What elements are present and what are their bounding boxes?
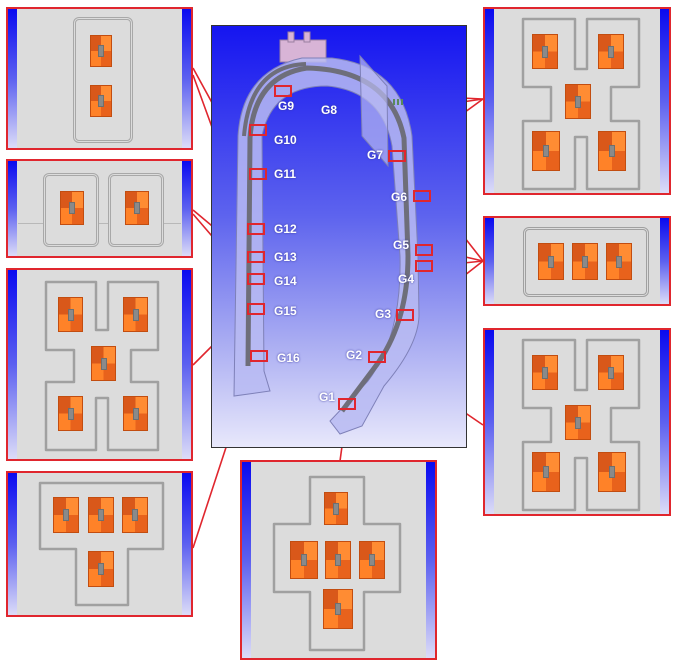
marker-g6[interactable] bbox=[413, 190, 431, 202]
marker-g12[interactable] bbox=[247, 223, 265, 235]
gauge-icon bbox=[123, 297, 148, 332]
label-g12: G12 bbox=[274, 222, 297, 236]
label-g14: G14 bbox=[274, 274, 297, 288]
gauge-icon bbox=[88, 497, 114, 533]
callout-right-3 bbox=[483, 328, 671, 516]
marker-g13[interactable] bbox=[247, 251, 265, 263]
gauge-icon bbox=[532, 452, 560, 492]
marker-g15[interactable] bbox=[247, 303, 265, 315]
gauge-icon bbox=[324, 492, 348, 525]
gauge-icon bbox=[359, 541, 385, 579]
marker-g14[interactable] bbox=[247, 273, 265, 285]
label-g13: G13 bbox=[274, 250, 297, 264]
label-g6: G6 bbox=[391, 190, 408, 204]
marker-g9[interactable] bbox=[274, 85, 292, 97]
blade-geometry bbox=[233, 31, 420, 435]
gauge-icon bbox=[88, 551, 114, 587]
marker-g10[interactable] bbox=[249, 124, 267, 136]
marker-g3[interactable] bbox=[396, 309, 414, 321]
label-g5: G5 bbox=[393, 238, 410, 252]
marker-g1[interactable] bbox=[338, 398, 356, 410]
gauge-icon bbox=[572, 243, 598, 280]
marker-g11[interactable] bbox=[249, 168, 267, 180]
marker-g5[interactable] bbox=[415, 244, 433, 256]
gauge-icon bbox=[598, 131, 626, 171]
label-g15: G15 bbox=[274, 304, 297, 318]
label-g1: G1 bbox=[319, 390, 336, 404]
gauge-icon bbox=[125, 191, 149, 225]
gauge-icon bbox=[91, 346, 116, 381]
gauge-icon bbox=[598, 355, 624, 390]
gauge-icon bbox=[90, 85, 112, 117]
gauge-icon bbox=[123, 396, 148, 431]
gauge-icon bbox=[53, 497, 79, 533]
gauge-icon bbox=[606, 243, 632, 280]
callout-left-2 bbox=[6, 159, 193, 258]
gauge-icon bbox=[323, 589, 353, 629]
gauge-icon bbox=[90, 35, 112, 67]
label-g11: G11 bbox=[274, 167, 297, 181]
label-g8: G8 bbox=[321, 103, 338, 117]
label-g9: G9 bbox=[278, 99, 295, 113]
label-g7: G7 bbox=[367, 148, 384, 162]
label-g10: G10 bbox=[274, 133, 297, 147]
gauge-icon bbox=[60, 191, 84, 225]
callout-bottom-left bbox=[6, 471, 193, 617]
label-g2: G2 bbox=[346, 348, 363, 362]
gauge-icon bbox=[598, 34, 624, 69]
label-g3: G3 bbox=[375, 307, 392, 321]
gauge-icon bbox=[532, 131, 560, 171]
callout-top-left bbox=[6, 7, 193, 150]
marker-g4[interactable] bbox=[415, 260, 433, 272]
gauge-icon bbox=[538, 243, 564, 280]
gauge-icon bbox=[532, 34, 558, 69]
gauge-icon bbox=[565, 84, 591, 119]
gauge-icon bbox=[58, 297, 83, 332]
marker-g2[interactable] bbox=[368, 351, 386, 363]
gauge-icon bbox=[532, 355, 558, 390]
marker-g16[interactable] bbox=[250, 350, 268, 362]
gauge-icon bbox=[598, 452, 626, 492]
label-g16: G16 bbox=[277, 351, 300, 365]
callout-top-right bbox=[483, 7, 671, 195]
gauge-icon bbox=[325, 541, 351, 579]
marker-g7[interactable] bbox=[388, 150, 406, 162]
callout-right-2 bbox=[483, 216, 671, 306]
callout-bottom-center bbox=[240, 460, 437, 660]
gauge-icon bbox=[122, 497, 148, 533]
gauge-icon bbox=[565, 405, 591, 440]
label-g4: G4 bbox=[398, 272, 415, 286]
blade-section-view: G1 G2 G3 G4 G5 G6 G7 G8 G9 G10 G11 G12 G… bbox=[211, 25, 467, 448]
gauge-icon bbox=[290, 541, 318, 579]
gauge-icon bbox=[58, 396, 83, 431]
callout-left-3 bbox=[6, 268, 193, 461]
